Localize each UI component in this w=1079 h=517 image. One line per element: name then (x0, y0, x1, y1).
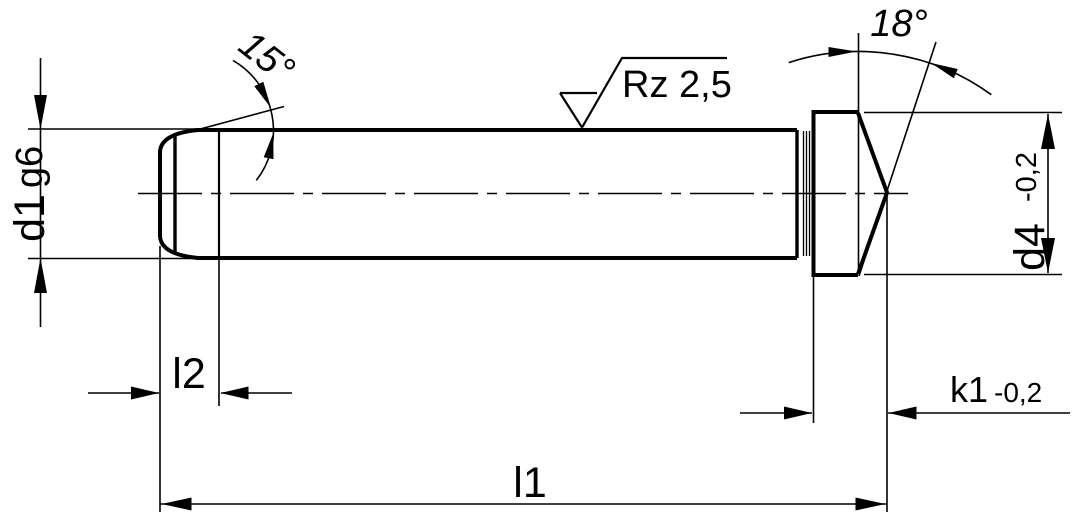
angle-18-annotation: 18° (788, 3, 992, 277)
k1-label: k1 (950, 369, 988, 410)
dimension-k1: k1 -0,2 (740, 195, 1070, 512)
d1-arrow-down-icon (34, 95, 47, 130)
dimension-d4: d4 -0,2 (864, 111, 1062, 276)
pin-end-crown (158, 128, 199, 260)
angle-18-label: 18° (870, 3, 927, 45)
dimension-d1: d1 g6 (6, 58, 196, 327)
d1-arrow-up-icon (34, 258, 47, 293)
d1-label: d1 (6, 194, 54, 242)
surface-roughness-label: Rz 2,5 (622, 64, 732, 106)
neck-groove-lines (802, 131, 811, 256)
l1-arrow-left-icon (161, 497, 192, 511)
angle-15-arc (232, 59, 275, 181)
chamfer-extension-line (190, 105, 285, 133)
l2-label: l2 (172, 350, 205, 398)
l1-label: l1 (513, 459, 546, 507)
head-outline (811, 110, 858, 277)
dimension-l1: l1 (160, 459, 887, 511)
angle-18-right-arrow-icon (931, 63, 958, 79)
d4-label: d4 (1006, 223, 1054, 271)
d4-arrow-down-icon (1041, 238, 1055, 273)
angle-18-slant-extension (858, 41, 937, 277)
angle-15-upper-arrow-icon (254, 81, 271, 108)
d1-tolerance-label: g6 (9, 146, 51, 188)
d4-tolerance-label: -0,2 (1011, 152, 1043, 202)
angle-15-lower-arrow-icon (263, 133, 274, 160)
roughness-check-icon (559, 56, 727, 129)
k1-arrow-right-icon (784, 406, 812, 420)
l1-arrow-right-icon (855, 497, 886, 511)
l2-arrow-left-icon (220, 386, 249, 400)
k1-arrow-left-icon (888, 406, 917, 420)
angle-15-label: 15° (231, 23, 302, 91)
angle-18-left-arrow-icon (828, 47, 857, 57)
l2-arrow-right-icon (131, 386, 159, 400)
d4-arrow-up-icon (1041, 114, 1055, 149)
k1-tolerance-label: -0,2 (994, 377, 1042, 408)
angle-18-arc (788, 50, 992, 96)
dimension-l2: l2 (88, 246, 292, 512)
surface-roughness-symbol: Rz 2,5 (559, 56, 732, 129)
angle-15-annotation: 15° (190, 23, 302, 181)
